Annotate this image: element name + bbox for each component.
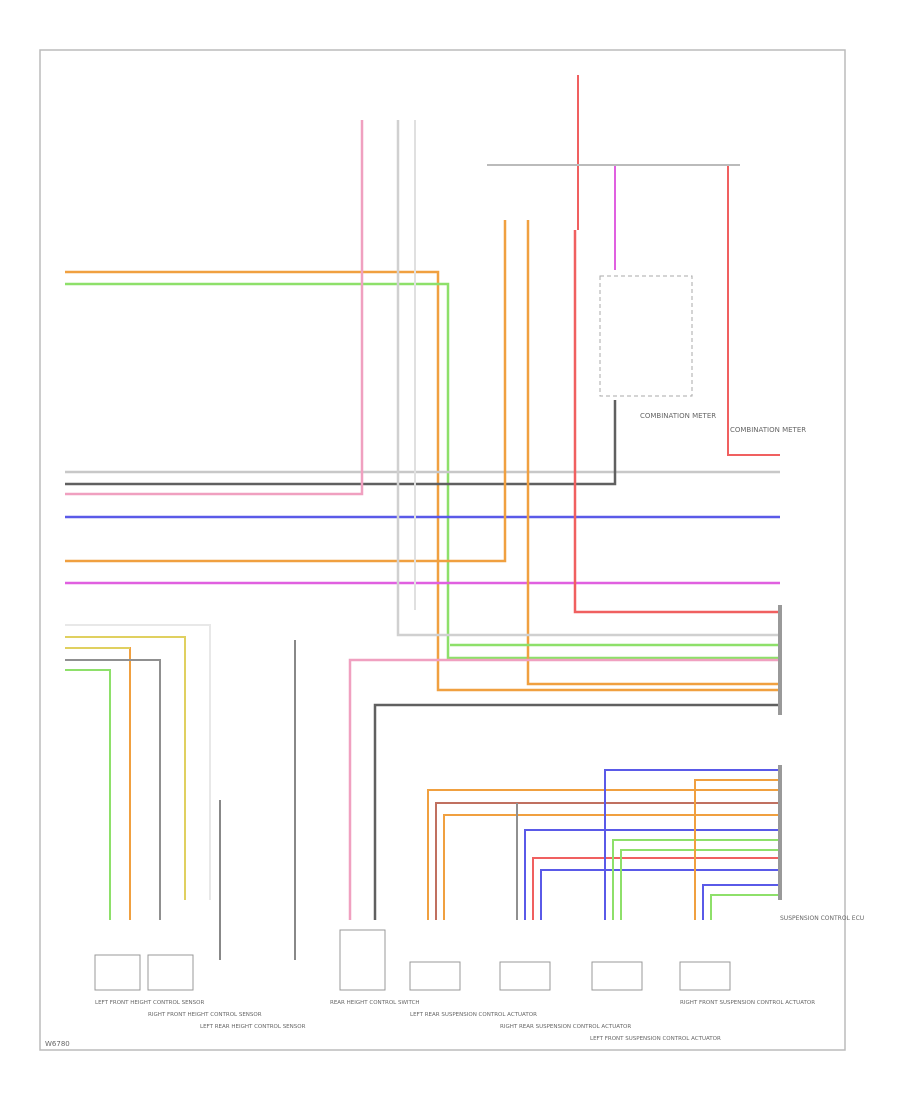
label-rear-height-switch: REAR HEIGHT CONTROL SWITCH [330, 1000, 420, 1006]
diagram-border [39, 49, 846, 1051]
label-lr-height-sensor: LEFT REAR HEIGHT CONTROL SENSOR [200, 1024, 306, 1030]
wire-orange-top [65, 270, 780, 692]
bottom-component-labels: LEFT FRONT HEIGHT CONTROL SENSOR RIGHT F… [95, 1000, 815, 1042]
wire-gray-2 [396, 120, 780, 637]
wire-orange-3 [526, 220, 780, 686]
fuse-wires [414, 75, 780, 610]
label-combination-meter-top: COMBINATION METER [640, 412, 716, 420]
label-lf-actuator: LEFT FRONT SUSPENSION CONTROL ACTUATOR [590, 1036, 721, 1042]
wire-black-2 [373, 703, 780, 920]
horizontal-wires [65, 120, 780, 920]
text-labels: COMBINATION METER COMBINATION METER SUSP… [45, 412, 864, 1048]
label-rf-height-sensor: RIGHT FRONT HEIGHT CONTROL SENSOR [148, 1012, 262, 1018]
label-lr-actuator: LEFT REAR SUSPENSION CONTROL ACTUATOR [410, 1012, 537, 1018]
ecu-pins [778, 605, 782, 900]
label-rr-actuator: RIGHT REAR SUSPENSION CONTROL ACTUATOR [500, 1024, 631, 1030]
label-lf-height-sensor: LEFT FRONT HEIGHT CONTROL SENSOR [95, 1000, 204, 1006]
wire-orange-2 [65, 220, 507, 563]
wire-red-1 [573, 230, 780, 614]
combination-meter-box [599, 275, 693, 397]
label-combination-meter-right: COMBINATION METER [730, 426, 806, 434]
wire-pink-2 [348, 658, 780, 920]
actuator-wires [427, 769, 780, 920]
wire-black-1 [65, 400, 617, 486]
footer-code: W6780 [45, 1040, 70, 1048]
left-sensor-wires [65, 624, 296, 960]
label-rf-actuator: RIGHT FRONT SUSPENSION CONTROL ACTUATOR [680, 1000, 815, 1006]
component-boxes [94, 929, 731, 991]
wire-pink-1 [65, 120, 364, 496]
label-suspension-ecu: SUSPENSION CONTROL ECU [780, 915, 864, 922]
